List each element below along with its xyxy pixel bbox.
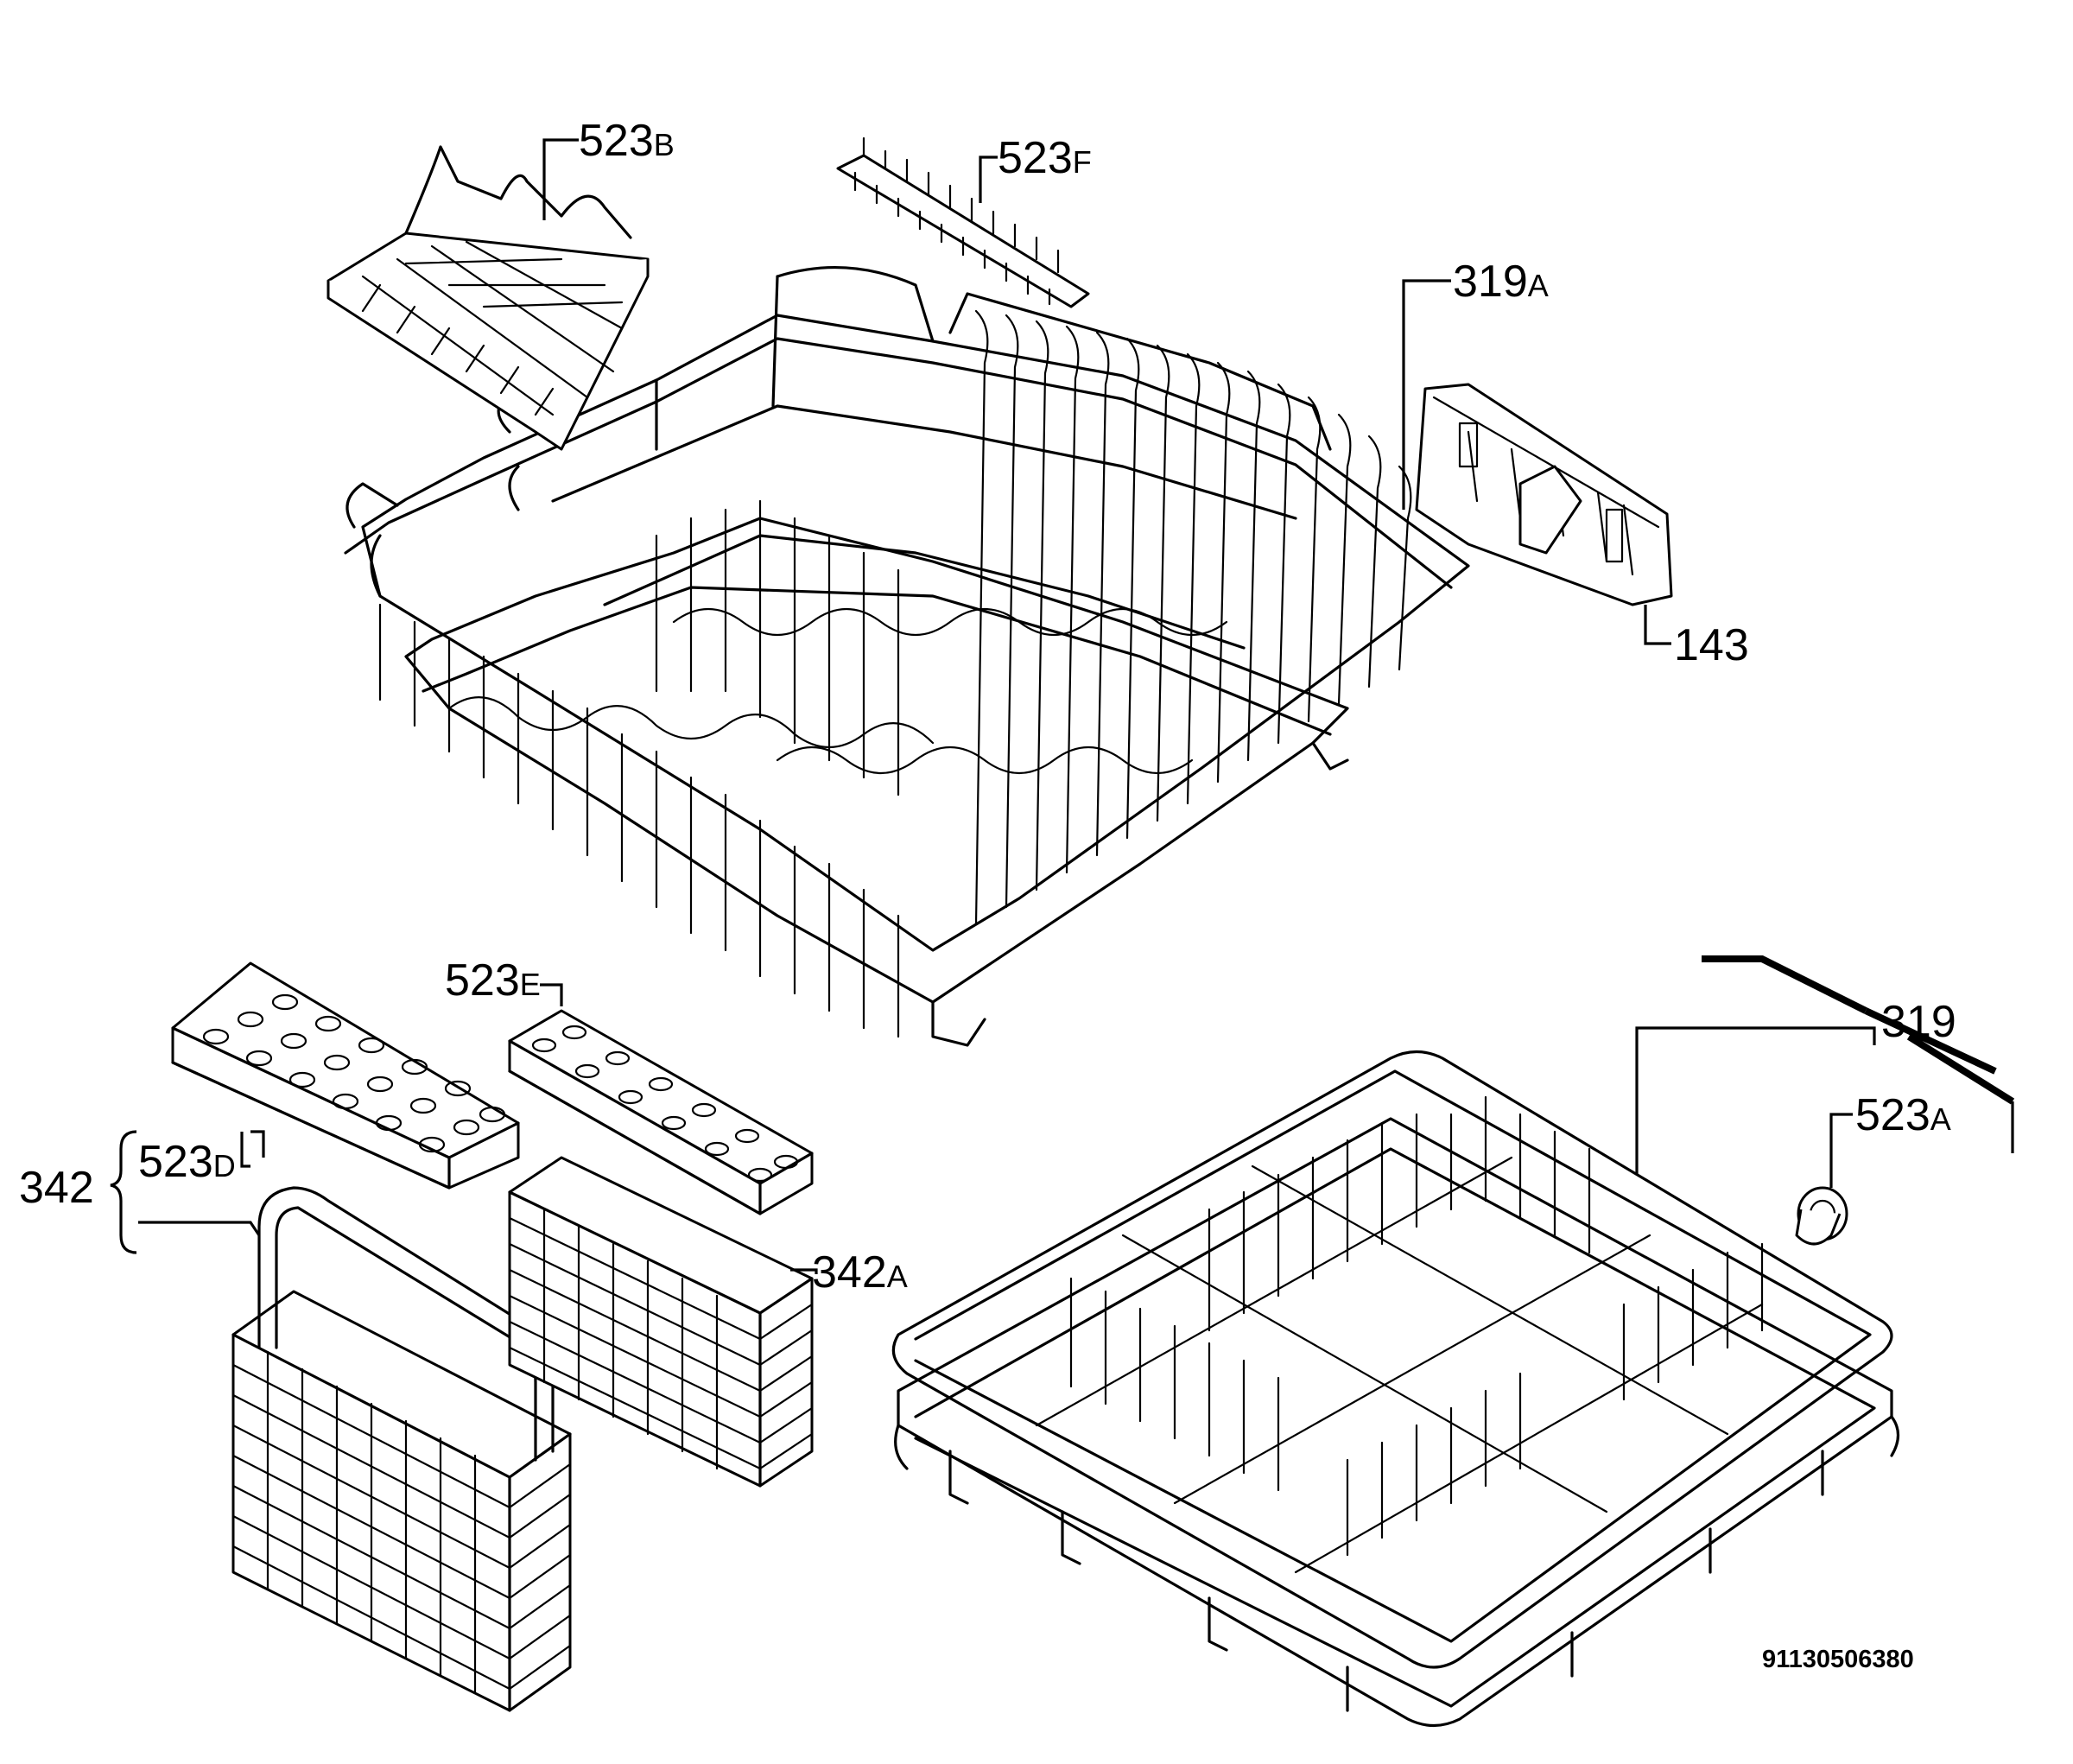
label-523E: 523E (445, 955, 541, 1006)
part-523F-tine-strip (836, 136, 1090, 308)
part-319A-rail-bracket (1415, 383, 1673, 606)
label-342: 342 (19, 1163, 94, 1213)
upper-basket (344, 266, 1470, 1047)
part-523D-cutlery-grid (171, 961, 520, 1190)
part-523B-cup-rack (326, 145, 650, 451)
lower-basket (891, 1050, 1900, 1728)
label-523F: 523F (998, 133, 1092, 183)
label-342A: 342A (812, 1247, 908, 1298)
part-labels: 523B 523F 319A 143 523E 319 523A 342 523… (19, 116, 1956, 1673)
part-523E-cutlery-grid (508, 1009, 814, 1215)
cutlery-grid-holes-523D (202, 993, 506, 1153)
label-143: 143 (1674, 620, 1749, 670)
upper-basket-left-posts (378, 603, 900, 1038)
drawing-number: 91130506380 (1762, 1646, 1914, 1673)
label-319: 319 (1881, 997, 1956, 1047)
part-342A-cutlery-basket (508, 1156, 814, 1488)
cutlery-grid-holes-523E (531, 1025, 799, 1183)
label-523D: 523D (138, 1137, 236, 1187)
label-319A: 319A (1453, 257, 1549, 307)
label-523B: 523B (579, 116, 675, 166)
upper-basket-right-tines (974, 309, 1412, 926)
leader-lines (110, 138, 2015, 1274)
part-523A-wheel (1795, 1186, 1848, 1246)
label-523A: 523A (1855, 1090, 1951, 1140)
